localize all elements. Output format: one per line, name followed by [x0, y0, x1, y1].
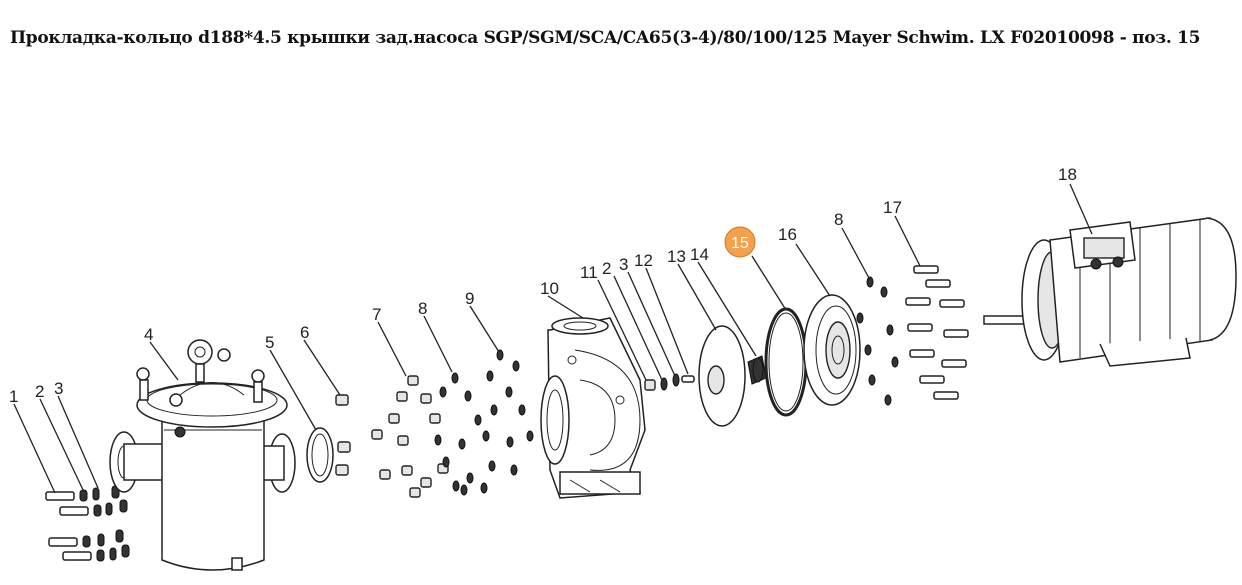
- label-2: 2: [35, 382, 44, 401]
- label-17: 17: [883, 198, 902, 217]
- part-bolts-17: [905, 265, 969, 400]
- part-motor-18: [983, 217, 1237, 367]
- highlight-badge: [724, 226, 756, 258]
- label-9: 9: [465, 289, 474, 308]
- label-4: 4: [144, 325, 153, 344]
- part-washers-8: [434, 372, 482, 492]
- part-washers-8-right: [856, 276, 899, 406]
- part-bolts-left: [45, 485, 130, 562]
- label-2b: 2: [602, 259, 611, 278]
- label-1: 1: [9, 387, 18, 406]
- part-pump-casing: [540, 317, 646, 499]
- label-16: 16: [778, 225, 797, 244]
- label-7: 7: [372, 305, 381, 324]
- label-5: 5: [265, 333, 274, 352]
- leader-lines: [13, 183, 1093, 494]
- label-13: 13: [667, 247, 686, 266]
- label-14: 14: [690, 245, 709, 264]
- part-labels: 1 2 3 4 5 6 7 8 9 10 11 2 3 12 13 14 15 …: [9, 165, 1077, 406]
- label-6: 6: [300, 323, 309, 342]
- label-3: 3: [54, 379, 63, 398]
- part-small-fasteners: [644, 373, 695, 391]
- part-nuts-6: [335, 394, 351, 476]
- part-back-cover-16: [803, 294, 861, 406]
- label-18: 18: [1058, 165, 1077, 184]
- label-8: 8: [418, 299, 427, 318]
- part-washers-9: [460, 349, 534, 496]
- part-gasket-5: [306, 427, 334, 483]
- part-strainer-housing: [109, 339, 296, 571]
- part-o-ring-15: [764, 307, 808, 417]
- label-12: 12: [634, 251, 653, 270]
- part-seal-14: [747, 355, 767, 385]
- label-8b: 8: [834, 210, 843, 229]
- label-10: 10: [540, 279, 559, 298]
- page-title: Прокладка-кольцо d188*4.5 крышки зад.нас…: [10, 28, 1201, 48]
- part-back-plate-13: [698, 325, 746, 427]
- part-nuts-7: [371, 375, 449, 498]
- label-3b: 3: [619, 255, 628, 274]
- label-15-highlighted: 15: [731, 235, 749, 252]
- label-11: 11: [580, 263, 598, 282]
